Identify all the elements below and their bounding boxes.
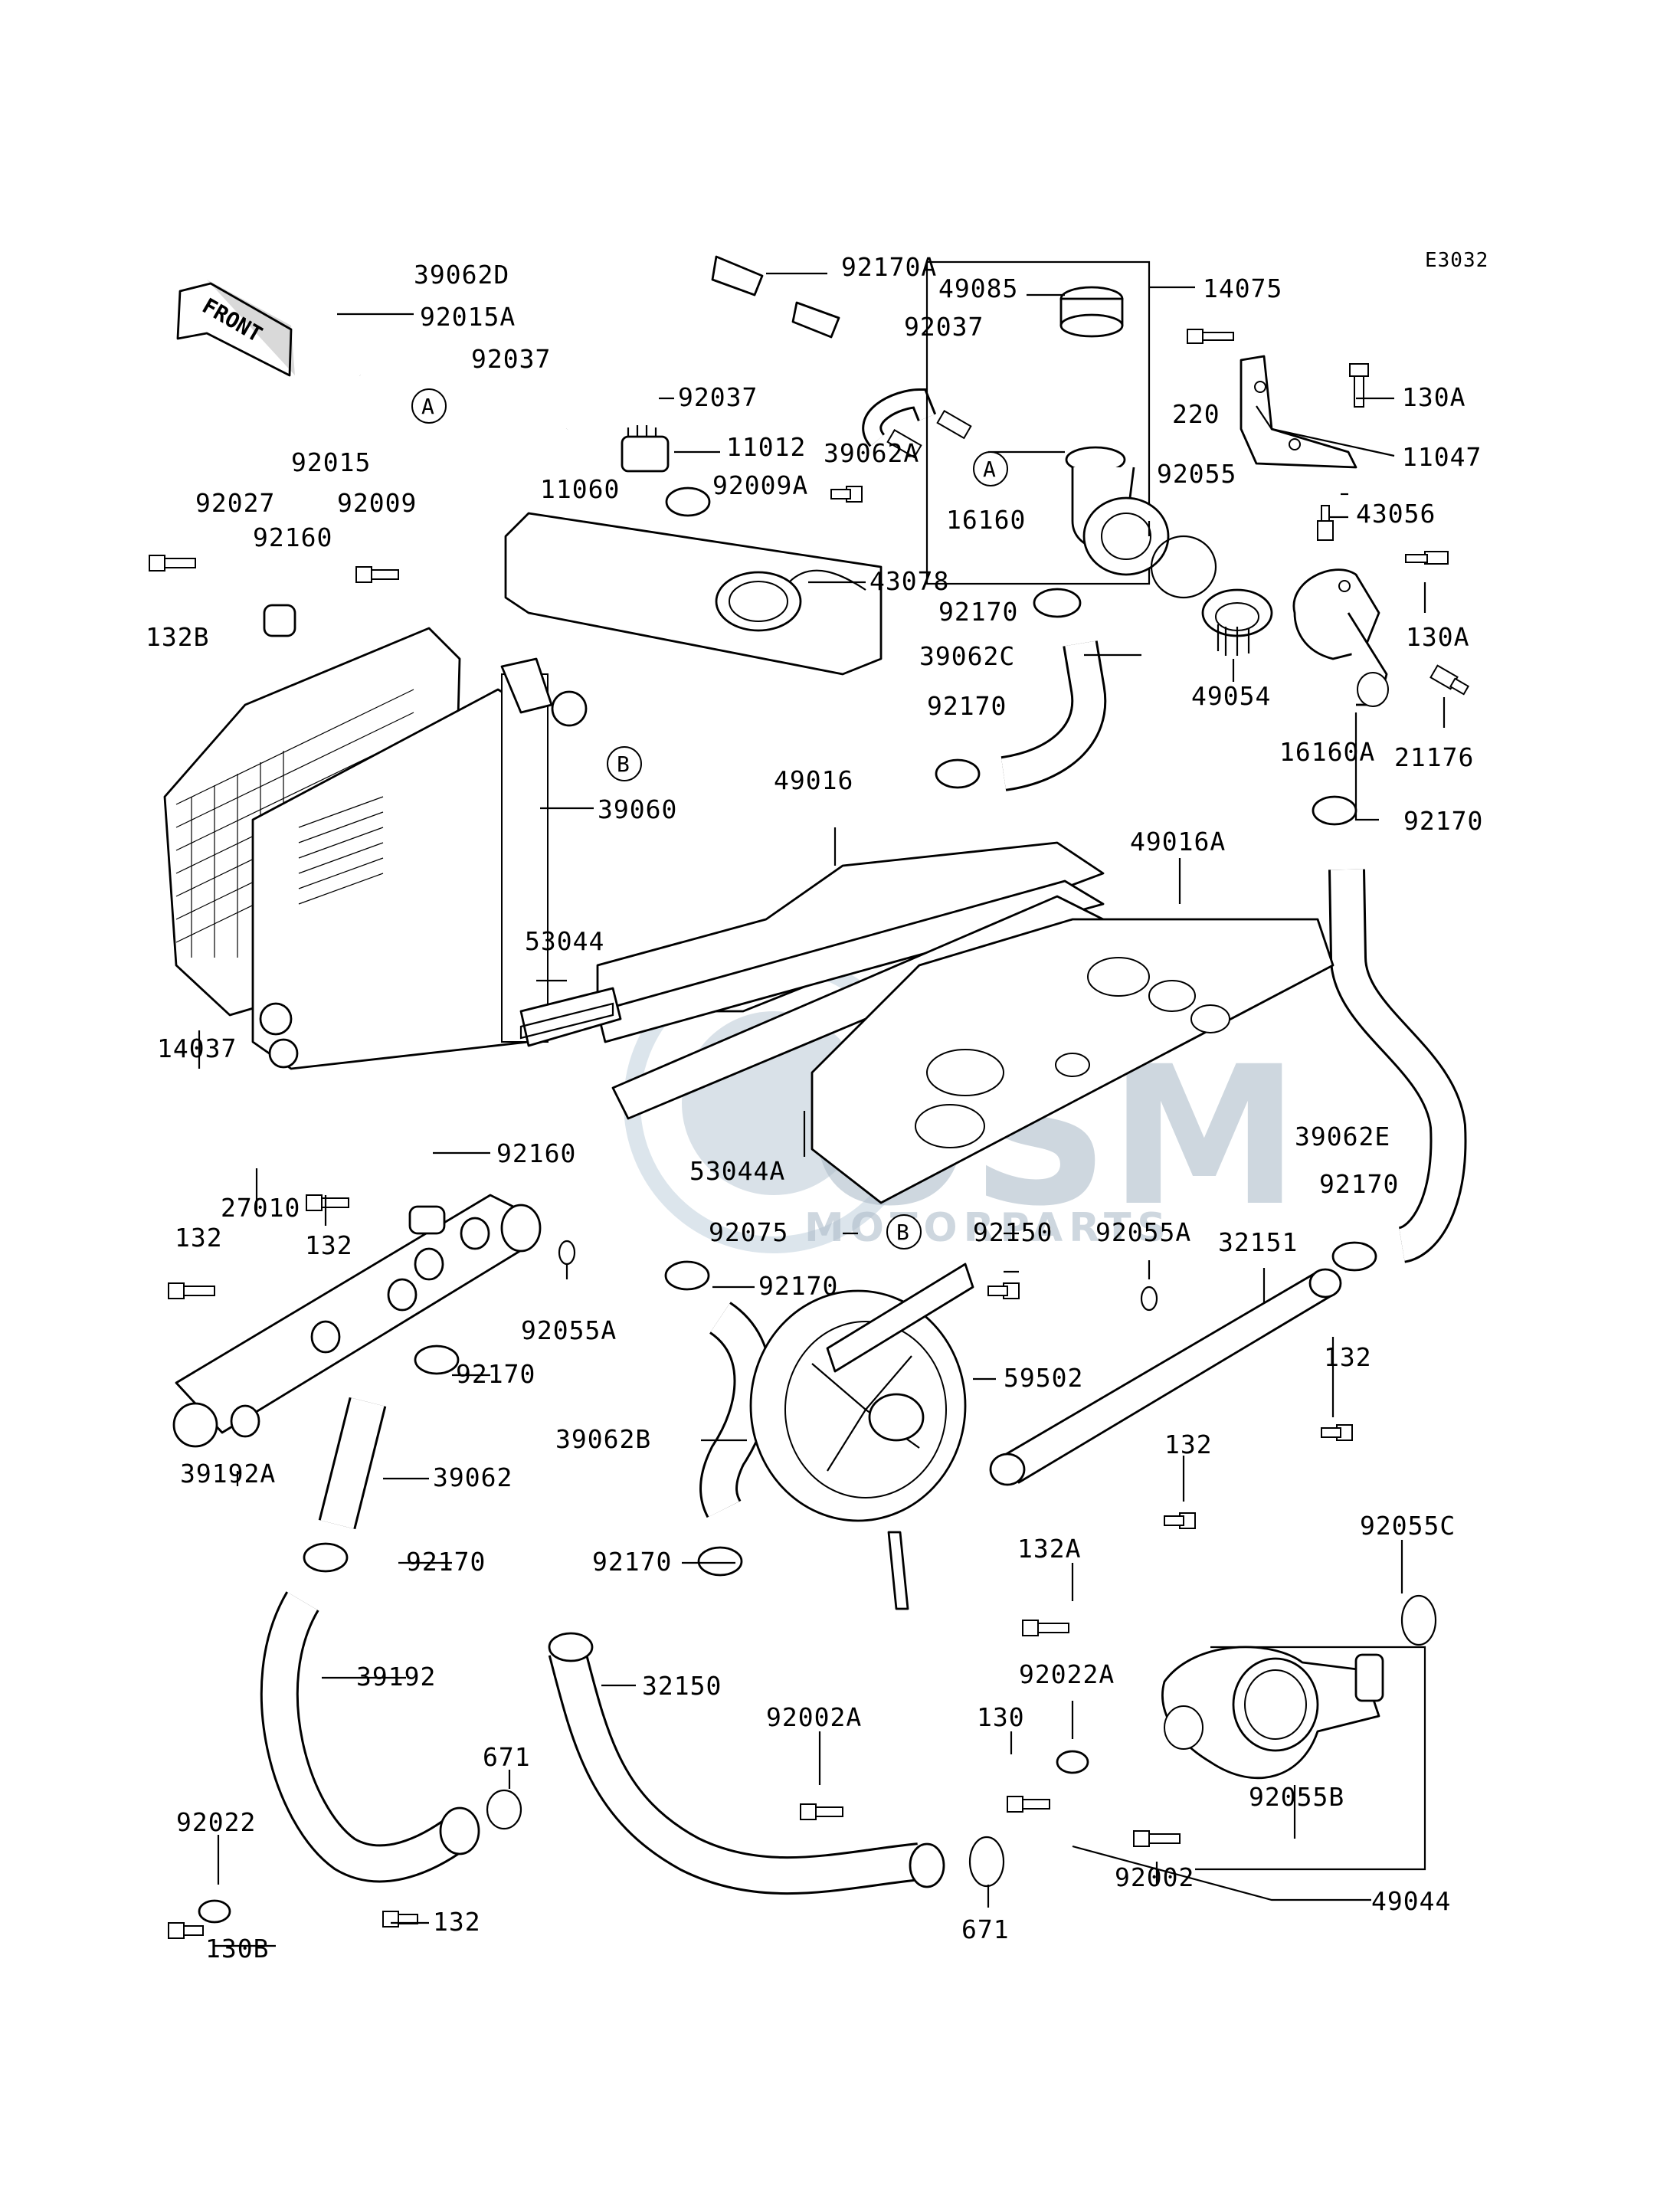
radiator <box>163 627 588 1070</box>
part-label: 92037 <box>904 312 984 342</box>
part-label: 59502 <box>1004 1363 1083 1393</box>
part-label: 53044 <box>525 926 604 956</box>
part-label: 92170 <box>758 1271 838 1301</box>
part-label: 132 <box>175 1223 223 1253</box>
svg-text:A: A <box>983 457 996 482</box>
part-label: 16160A <box>1279 737 1375 767</box>
svg-text:A: A <box>421 394 434 419</box>
part-label: 132B <box>146 622 209 652</box>
part-label: 92022A <box>1019 1659 1115 1689</box>
part-label: 92055B <box>1249 1782 1344 1812</box>
part-label: 92170 <box>1319 1169 1399 1199</box>
water-pipe-manifold <box>172 1194 542 1448</box>
part-label: 92055A <box>521 1315 617 1345</box>
part-label: 671 <box>483 1742 531 1772</box>
part-label: 27010 <box>221 1193 300 1223</box>
thermostat-housing <box>1292 568 1389 707</box>
part-label: 11060 <box>540 474 620 504</box>
part-label: 92009A <box>712 470 808 500</box>
part-label: 132 <box>1324 1342 1372 1372</box>
part-label: 92170 <box>938 597 1018 627</box>
part-label: 39062B <box>555 1424 651 1454</box>
part-label: 92037 <box>471 344 551 374</box>
callout-b-icon: B <box>886 1214 922 1250</box>
part-label: 130 <box>977 1702 1025 1732</box>
part-label: 220 <box>1172 399 1220 429</box>
part-label: 11047 <box>1402 442 1482 472</box>
callout-b-icon: B <box>607 746 642 781</box>
svg-text:B: B <box>617 752 630 777</box>
part-label: 92015A <box>420 302 516 332</box>
part-label: 92055C <box>1360 1511 1456 1541</box>
part-label: 16160 <box>946 505 1026 535</box>
part-label: 49085 <box>938 273 1018 303</box>
part-label: 92075 <box>709 1217 788 1247</box>
watermark-sub-text: MOTORPARTS <box>804 1205 1172 1251</box>
part-label: 671 <box>961 1914 1010 1944</box>
filler-neck <box>1065 446 1170 576</box>
part-label: 14075 <box>1203 273 1282 303</box>
part-labels: 39062D 92170A 49085 14075 92015A 92037 9… <box>146 252 1483 1964</box>
part-label: 11012 <box>726 432 806 462</box>
part-label: 92170 <box>927 691 1007 721</box>
part-label: 92002 <box>1115 1862 1194 1892</box>
part-label: 39062 <box>433 1462 513 1492</box>
part-label: 92055A <box>1095 1217 1191 1247</box>
part-label: 32151 <box>1218 1227 1298 1257</box>
part-label: 92037 <box>678 382 758 412</box>
part-label: 92170 <box>592 1547 672 1577</box>
callout-a-icon: A <box>973 451 1008 486</box>
part-label: 92009 <box>337 488 417 518</box>
part-label: 49016A <box>1130 827 1226 856</box>
part-label: 132 <box>305 1230 353 1260</box>
part-label: 130B <box>205 1934 269 1964</box>
part-label: 39062D <box>414 260 509 290</box>
front-arrow-icon: FRONT <box>176 280 295 377</box>
thermostat <box>1201 588 1273 656</box>
part-label: 39192 <box>356 1662 436 1692</box>
part-label: 43056 <box>1356 499 1436 529</box>
part-label: 49054 <box>1191 681 1271 711</box>
part-label: 130A <box>1402 382 1465 412</box>
part-label: 49016 <box>774 765 853 795</box>
part-label: 92170 <box>1403 806 1483 836</box>
part-label: 43078 <box>869 566 949 596</box>
part-label: 132 <box>433 1907 481 1937</box>
part-label: 92027 <box>195 488 275 518</box>
part-label: 39062E <box>1295 1122 1390 1151</box>
part-label: 39062C <box>919 641 1015 671</box>
part-label: 132 <box>1164 1430 1213 1459</box>
diagram-ref-code: E3032 <box>1425 249 1488 272</box>
part-label: 92150 <box>973 1217 1053 1247</box>
part-label: 92170 <box>406 1547 486 1577</box>
part-label: 39192A <box>180 1459 276 1489</box>
callout-a-icon: A <box>411 388 447 424</box>
part-label: 49044 <box>1371 1886 1451 1916</box>
water-pump <box>1161 1646 1384 1780</box>
part-label: 132A <box>1017 1534 1081 1564</box>
part-label: 53044A <box>689 1156 785 1186</box>
reservoir-tank <box>504 512 883 676</box>
part-label: 92170 <box>456 1359 535 1389</box>
part-label: 92055 <box>1157 459 1236 489</box>
svg-text:B: B <box>896 1220 909 1245</box>
part-label: 32150 <box>642 1671 722 1701</box>
part-label: 14037 <box>157 1033 237 1063</box>
part-label: 92160 <box>253 522 332 552</box>
part-label: 39062A <box>824 438 919 468</box>
part-label: 92160 <box>496 1138 576 1168</box>
part-label: 92002A <box>766 1702 862 1732</box>
part-label: 92170A <box>841 252 937 282</box>
part-label: 130A <box>1406 622 1469 652</box>
part-label: 92022 <box>176 1807 256 1837</box>
cooling-fan <box>749 1263 974 1610</box>
part-label: 92015 <box>291 447 371 477</box>
part-label: 39060 <box>598 794 677 824</box>
part-label: 21176 <box>1394 742 1474 772</box>
radiator-cap <box>1059 286 1124 338</box>
